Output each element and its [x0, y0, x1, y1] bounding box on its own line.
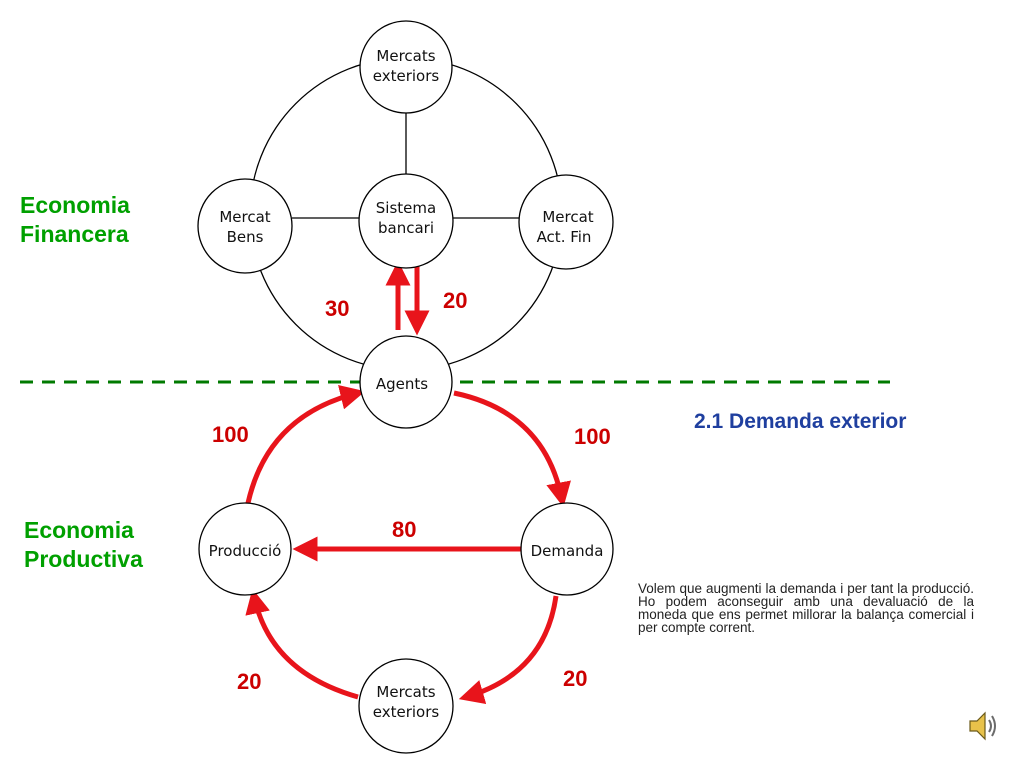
flow-arrow-demanda-exteriors	[458, 595, 559, 705]
flow-value-agents-demanda: 100	[574, 424, 611, 449]
node-label: Mercat	[219, 208, 270, 226]
flow-arrow-exteriors-produccio	[245, 588, 359, 700]
economia-financera-label: Economia Financera	[20, 191, 130, 249]
node-label: Agents	[376, 375, 428, 393]
node-mercat-bens: Mercat Bens	[197, 178, 293, 274]
node-label: Mercats	[376, 47, 435, 65]
node-label: Producció	[209, 542, 282, 560]
section-title-line: Financera	[20, 221, 129, 247]
flow-value-exteriors-produccio: 20	[237, 669, 261, 694]
node-label: Act. Fin	[537, 228, 592, 246]
flow-value-produccio-agents: 100	[212, 422, 249, 447]
node-label: Mercats	[376, 683, 435, 701]
slide-subtitle: 2.1 Demanda exterior	[694, 410, 907, 433]
explanation-paragraph: Volem que augmenti la demanda i per tant…	[638, 581, 974, 635]
economia-productiva-label: Economia Productiva	[24, 516, 143, 574]
node-label: exteriors	[373, 703, 440, 721]
node-label: Demanda	[531, 542, 604, 560]
flow-value-sistema-agents: 20	[443, 288, 467, 313]
node-label: Bens	[227, 228, 264, 246]
node-agents: Agents	[359, 335, 453, 429]
flow-value-demanda-produccio: 80	[392, 517, 416, 542]
flow-arrow-agents-demanda	[453, 390, 571, 508]
node-label: exteriors	[373, 67, 440, 85]
node-mercats-exteriors-bottom: Mercats exteriors	[358, 658, 454, 754]
node-label: Mercat	[542, 208, 593, 226]
flow-arrow-produccio-agents	[245, 385, 366, 504]
speaker-icon[interactable]	[966, 709, 1000, 743]
node-demanda: Demanda	[520, 502, 614, 596]
node-mercat-act-fin: Mercat Act. Fin	[518, 174, 614, 270]
node-label: Sistema	[376, 199, 436, 217]
node-produccio: Producció	[198, 502, 292, 596]
node-sistema-bancari: Sistema bancari	[358, 173, 454, 269]
section-title-line: Productiva	[24, 546, 143, 572]
node-mercats-exteriors-top: Mercats exteriors	[359, 20, 453, 114]
section-title-line: Economia	[24, 517, 134, 543]
node-label: bancari	[378, 219, 434, 237]
section-title-line: Economia	[20, 192, 130, 218]
flow-value-demanda-exteriors: 20	[563, 666, 587, 691]
flow-value-agents-sistema: 30	[325, 296, 349, 321]
